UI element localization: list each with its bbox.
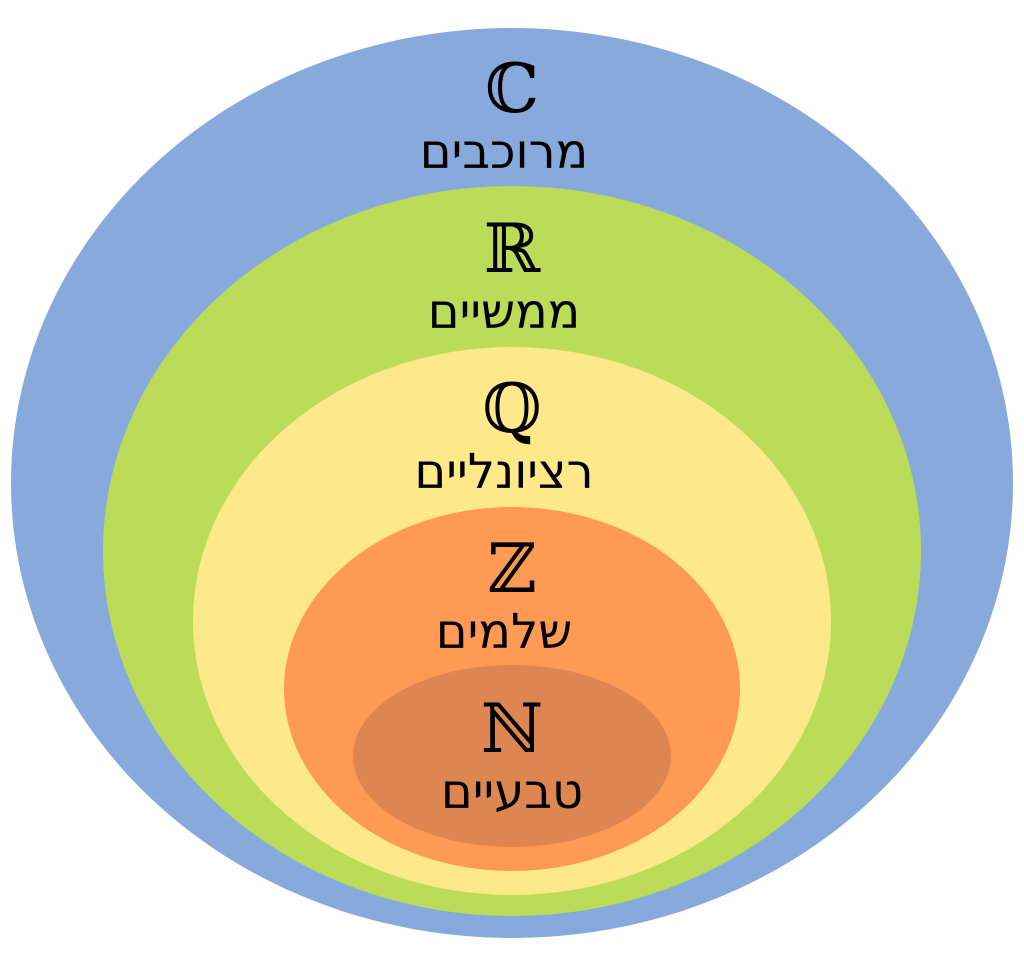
rational-symbol: ℚ <box>482 370 541 449</box>
real-label: ממשיים <box>428 284 581 340</box>
integer-label: שלמים <box>436 604 572 660</box>
real-symbol: ℝ <box>484 210 541 289</box>
rational-label: רציונליים <box>414 444 593 500</box>
complex-symbol: ℂ <box>485 50 539 129</box>
natural-set-region <box>353 665 671 847</box>
natural-label: טבעיים <box>441 764 583 820</box>
complex-label: מרוכבים <box>420 124 589 180</box>
integer-symbol: ℤ <box>487 530 537 609</box>
natural-symbol: ℕ <box>481 690 543 769</box>
